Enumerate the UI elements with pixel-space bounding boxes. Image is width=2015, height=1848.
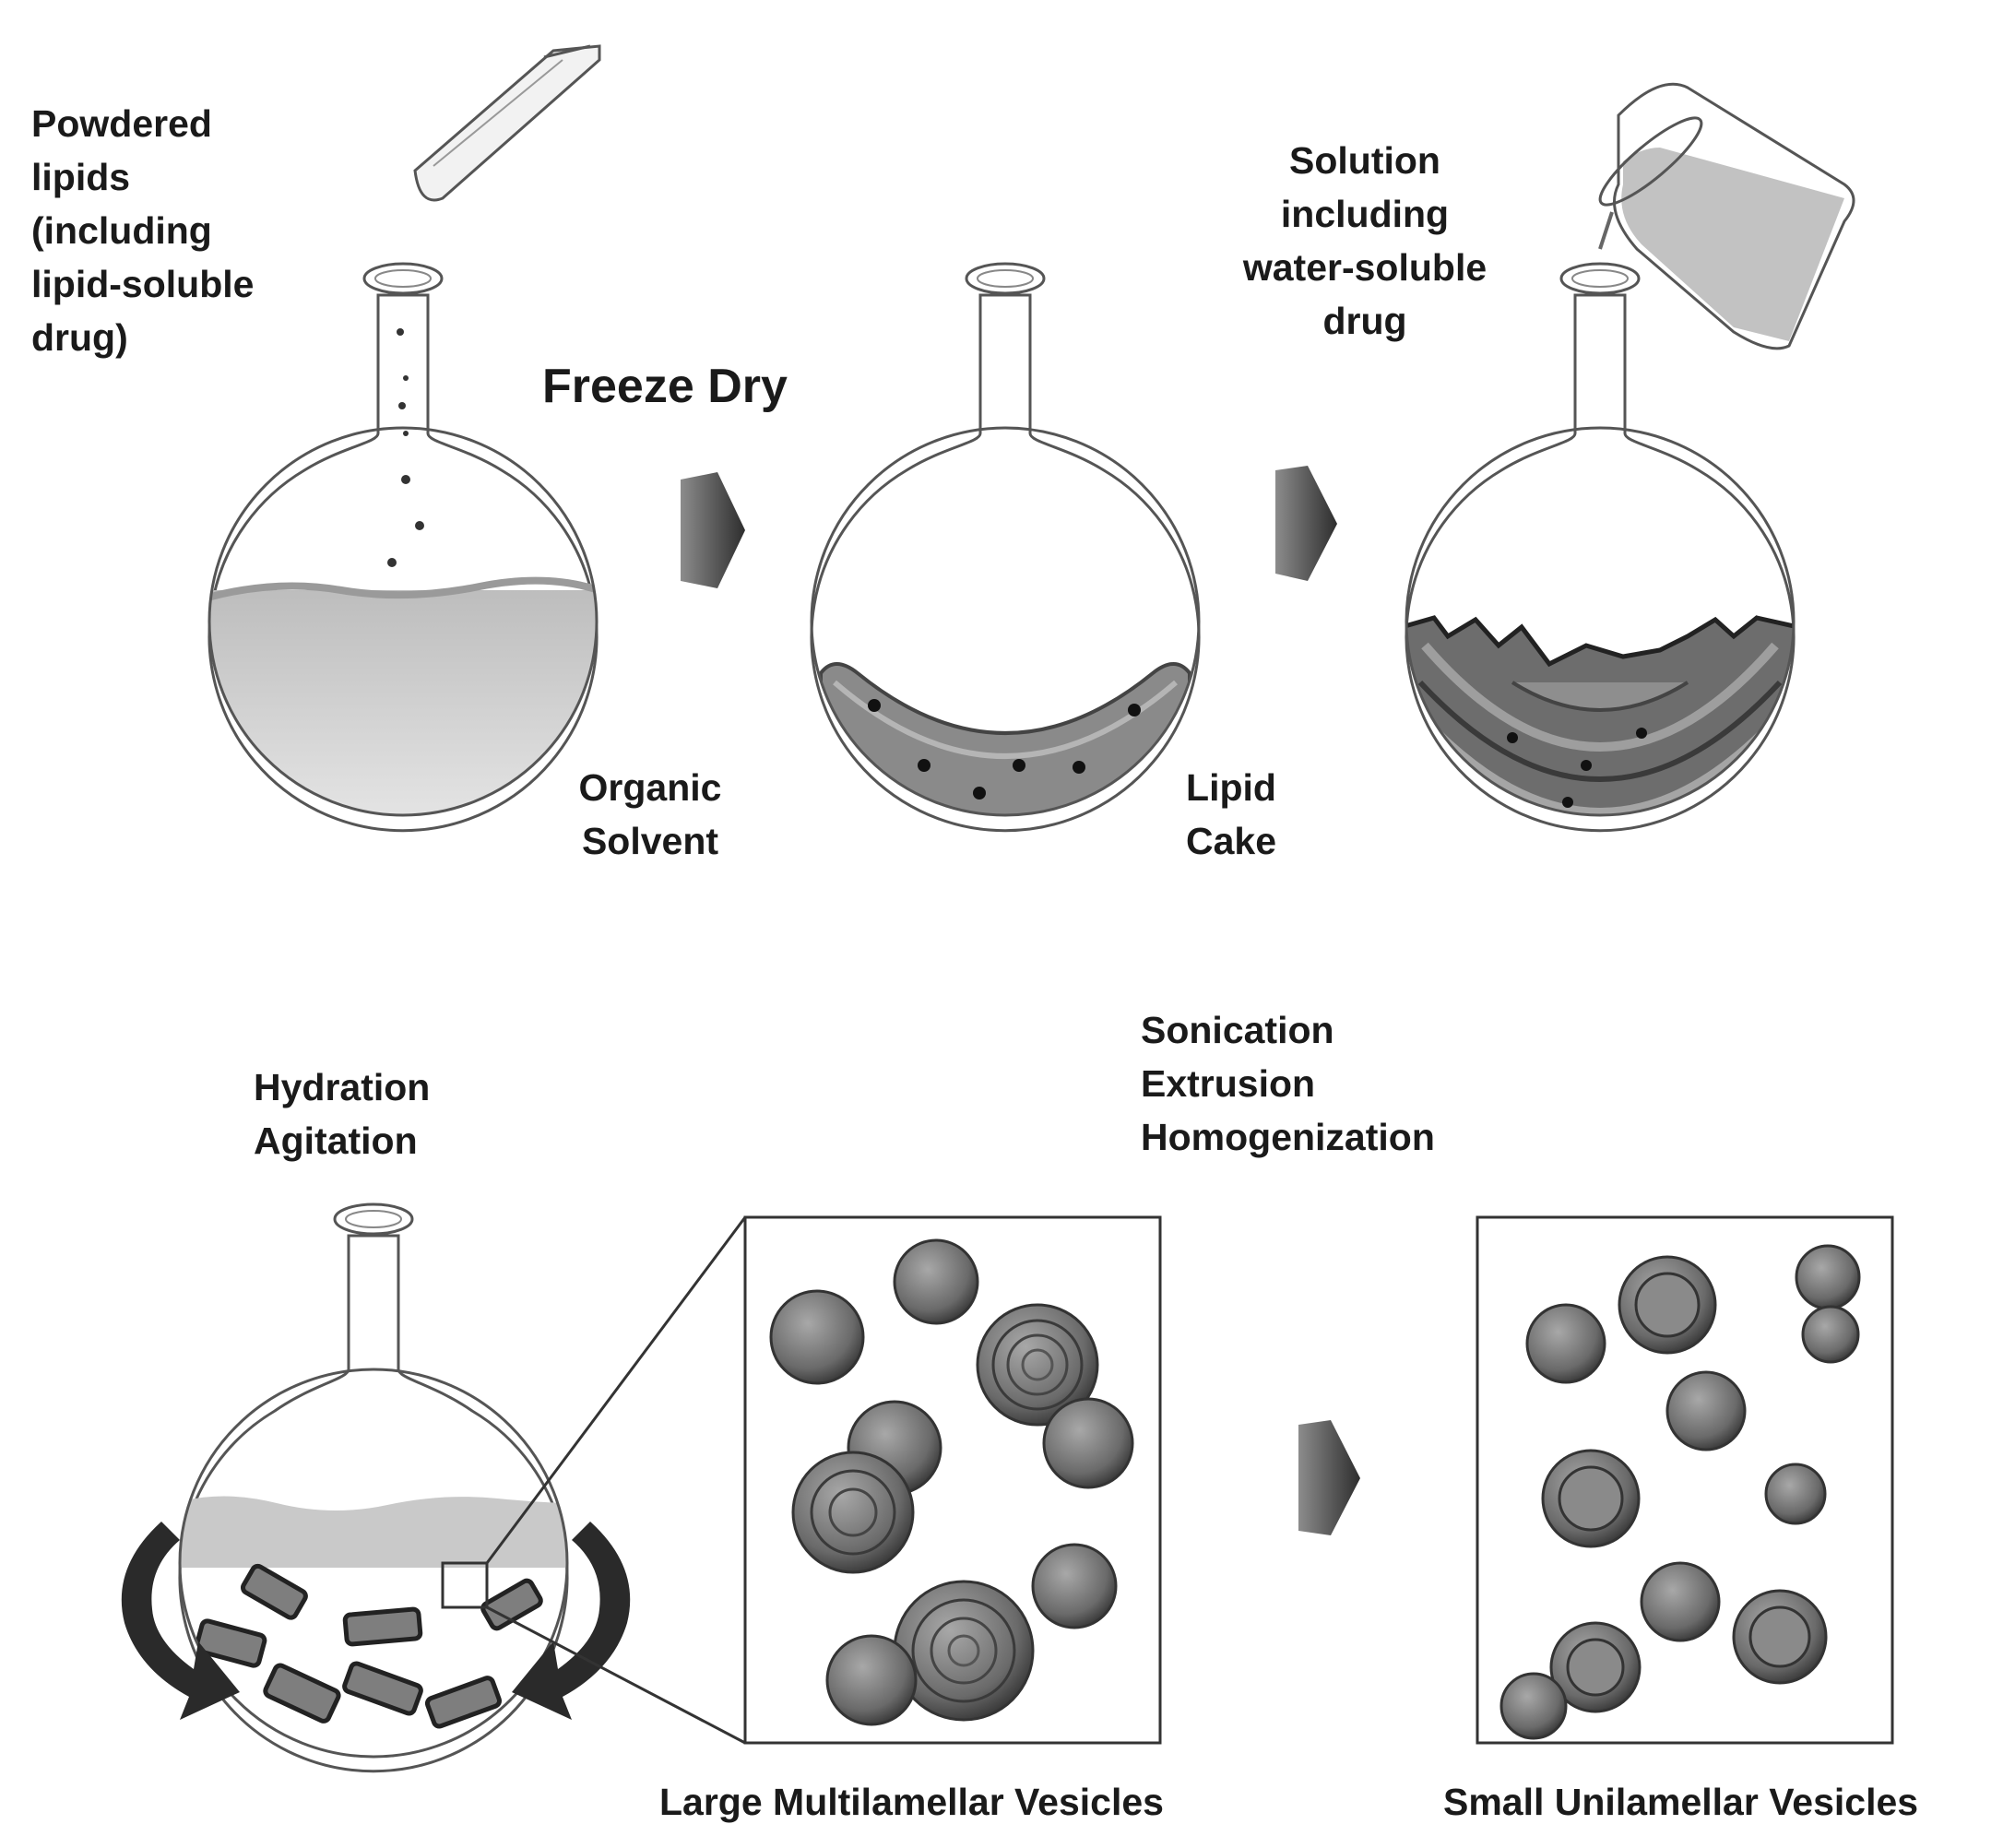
lmv-vesicle — [893, 1238, 979, 1325]
process-arrow-icon — [681, 472, 745, 588]
zoom-inset-marker — [441, 1216, 747, 1745]
pouring-beaker — [1598, 82, 1855, 350]
lmv-vesicle — [791, 1451, 915, 1574]
label-hydration-agitation: Hydration Agitation — [254, 1066, 431, 1162]
flask-lipid-cake — [810, 262, 1201, 833]
lmv-panel — [743, 1215, 1162, 1745]
label-powdered-lipids: Powdered lipids (including lipid-soluble… — [31, 102, 255, 359]
lmv-vesicle — [893, 1580, 1035, 1722]
flask-agitation — [178, 1202, 569, 1773]
lmv-vesicle — [825, 1634, 918, 1726]
suv-vesicle — [1665, 1370, 1747, 1451]
lmv-vesicle — [976, 1303, 1099, 1427]
label-suv: Small Unilamellar Vesicles — [1443, 1781, 1919, 1823]
label-lmv: Large Multilamellar Vesicles — [659, 1781, 1164, 1823]
label-sonication: Sonication Extrusion Homogenization — [1141, 1009, 1435, 1158]
suv-vesicle — [1499, 1672, 1568, 1740]
flask-organic-solvent — [207, 262, 599, 833]
suv-vesicle — [1764, 1463, 1827, 1525]
process-arrow-icon — [1298, 1420, 1360, 1535]
suv-vesicle — [1801, 1305, 1860, 1364]
suv-vesicle — [1541, 1449, 1641, 1548]
suv-vesicle — [1795, 1244, 1861, 1310]
suv-vesicle — [1640, 1561, 1721, 1642]
process-arrow-icon — [1275, 466, 1337, 581]
suv-vesicle — [1732, 1589, 1828, 1685]
label-solution: Solution including water-soluble drug — [1242, 139, 1488, 342]
suv-vesicle — [1618, 1255, 1717, 1355]
label-lipid-cake: Lipid Cake — [1185, 766, 1276, 862]
suv-vesicle — [1549, 1621, 1642, 1713]
suv-panel — [1476, 1215, 1894, 1745]
powder-scoop — [413, 44, 601, 202]
label-organic-solvent: Organic Solvent — [578, 766, 722, 862]
suv-vesicle — [1525, 1303, 1606, 1384]
rotation-arrow-right-icon — [512, 1522, 631, 1720]
rotation-arrow-left-icon — [121, 1522, 240, 1720]
lmv-vesicle — [1031, 1543, 1118, 1629]
label-freeze-dry: Freeze Dry — [542, 360, 788, 413]
falling-powder — [387, 328, 424, 567]
lmv-vesicle — [1042, 1397, 1134, 1489]
lmv-vesicle — [769, 1289, 865, 1385]
lipid-cake-particles — [868, 699, 1141, 800]
flask-hydration — [1405, 262, 1796, 833]
